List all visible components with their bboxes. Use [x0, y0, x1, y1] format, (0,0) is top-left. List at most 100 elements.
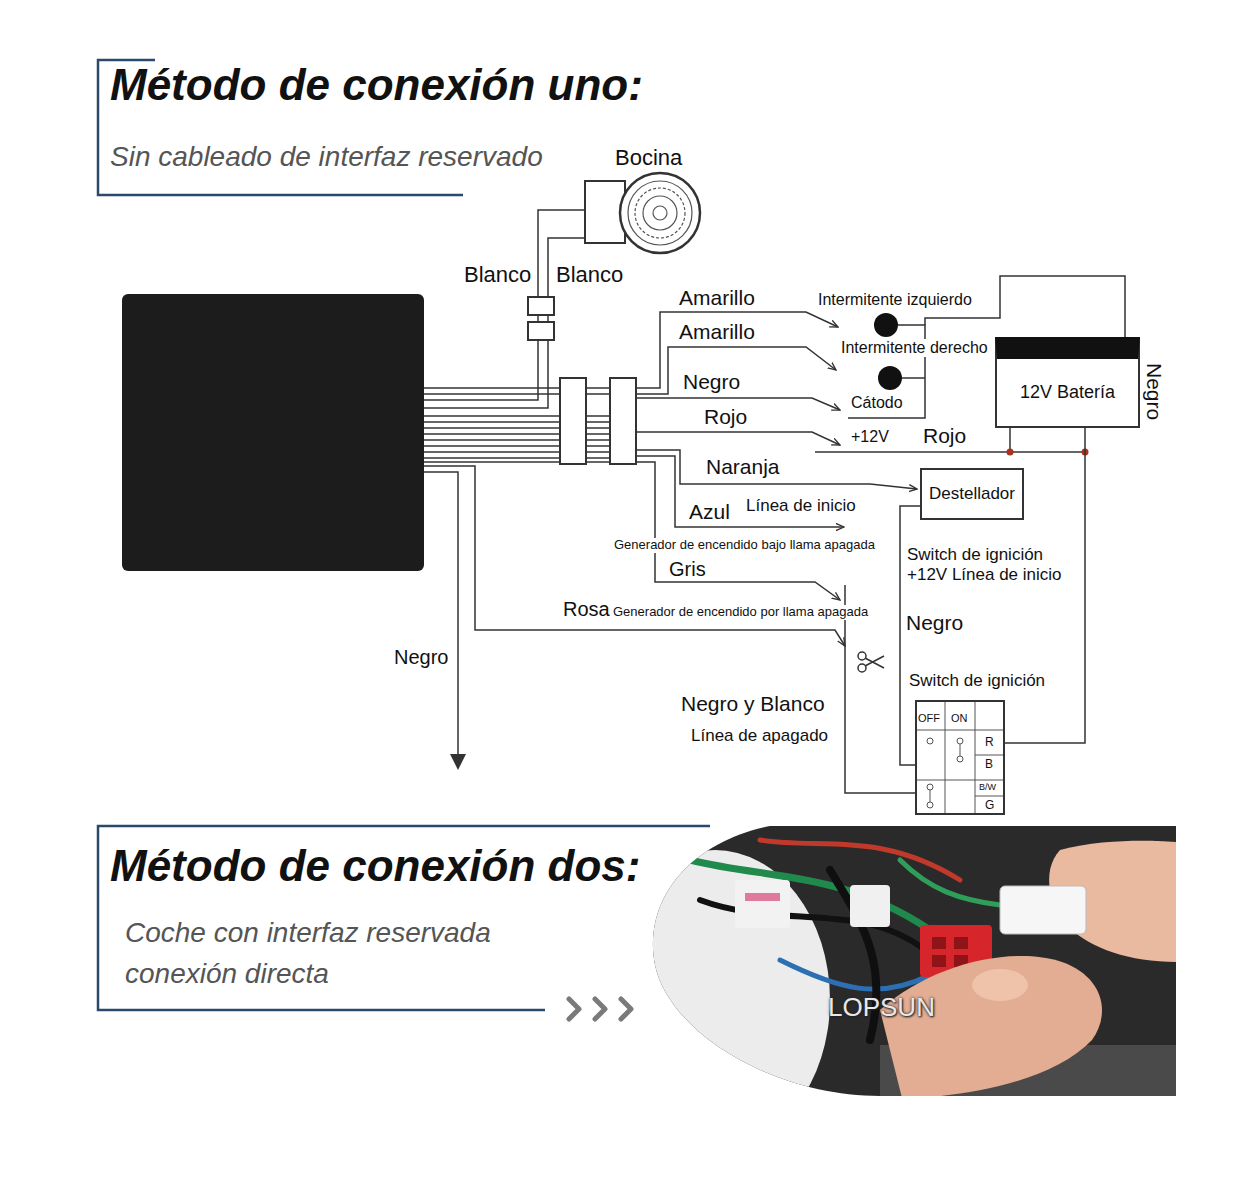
subtitle: Coche con interfaz reservada conexión di…	[125, 913, 565, 994]
horn-ring	[635, 188, 685, 238]
switch-link	[930, 790, 931, 802]
wire	[424, 457, 636, 459]
horn-symbol	[585, 173, 700, 253]
wire	[700, 900, 925, 950]
connector-pin	[954, 937, 968, 949]
scissors-ring	[858, 664, 866, 672]
wire-color-label: Negro	[682, 370, 741, 394]
wire-color-label: Rojo	[703, 405, 748, 429]
wire	[780, 960, 930, 989]
wire-color-label: Amarillo	[678, 320, 756, 344]
switch-link	[960, 744, 961, 756]
connectors	[528, 297, 636, 464]
switch-grid	[915, 700, 1005, 815]
wire-color-label: Amarillo	[678, 286, 756, 310]
table-cell: R	[984, 736, 995, 750]
wire	[424, 415, 636, 417]
wire-color-label: Negro	[1142, 362, 1166, 421]
table-cell: G	[984, 799, 995, 813]
watermark: LOPSUN	[828, 993, 935, 1023]
wire	[424, 451, 636, 453]
photo-wires	[690, 840, 1176, 1040]
junction-dot	[1007, 449, 1014, 456]
wire	[902, 377, 925, 379]
horn-cone	[620, 173, 700, 253]
turn-signal-lamp	[874, 313, 898, 337]
signal-label: Cátodo	[850, 394, 904, 412]
node-heading: Switch de ignición	[909, 671, 1045, 691]
signal-label: Generador de encendido por llama apagada	[612, 605, 869, 620]
wire	[1009, 428, 1011, 452]
scissors-blade	[865, 656, 884, 668]
heading: Método de conexión uno:	[110, 60, 643, 110]
heading-bracket	[98, 60, 710, 1010]
horn-symbol: Bocina	[585, 178, 707, 258]
switch-contact	[957, 756, 963, 762]
signal-label: Generador de encendido bajo llama apagad…	[613, 538, 876, 553]
scissors-ring	[858, 652, 866, 660]
wire-color-label: Azul	[688, 500, 731, 524]
node-heading: Bocina	[615, 145, 682, 170]
connector	[610, 378, 636, 464]
wire	[636, 456, 844, 527]
switch-contact	[927, 738, 933, 744]
horn-ring	[643, 196, 677, 230]
connector-pin	[745, 893, 780, 901]
connector-pin	[932, 955, 946, 967]
connector	[560, 378, 586, 464]
wire-color-label: Negro	[393, 646, 449, 669]
wire-color-label: Rojo	[922, 424, 967, 448]
switch-contact	[927, 802, 933, 808]
wire	[815, 451, 1085, 453]
wire-color-label: Rosa	[562, 598, 611, 621]
horn-ring	[628, 181, 692, 245]
switch-contact	[957, 738, 963, 744]
subtitle: Sin cableado de interfaz reservado	[110, 141, 543, 173]
wire	[636, 432, 840, 445]
wire-color-label: Blanco	[555, 262, 624, 287]
signal-label: +12V	[850, 428, 890, 446]
wire-color-label: Negro	[905, 611, 964, 635]
battery-box: 12V Batería	[995, 337, 1140, 428]
table-cell: B/W	[978, 782, 997, 792]
wire	[424, 427, 636, 429]
signal-label: Línea de apagado	[690, 726, 829, 746]
chevrons	[569, 999, 631, 1019]
node-text: Destellador	[929, 484, 1015, 504]
turn-signal-lamp	[878, 366, 902, 390]
wire	[636, 462, 840, 600]
switch-contact	[927, 784, 933, 790]
wire	[424, 472, 458, 762]
wire	[636, 347, 836, 394]
wire	[760, 840, 960, 880]
wire-color-label: Blanco	[463, 262, 532, 287]
wire	[900, 860, 1000, 905]
chevron	[569, 999, 579, 1019]
wire-color-label: Gris	[668, 558, 707, 581]
grid-line	[915, 700, 1005, 815]
wire	[424, 445, 636, 447]
white-connector	[1000, 886, 1086, 934]
wire-color-label: Negro y Blanco	[680, 692, 826, 716]
signal-label: Línea de inicio	[745, 496, 857, 516]
flasher-box: Destellador	[920, 468, 1024, 520]
table-cell: OFF	[917, 712, 941, 725]
connector	[735, 880, 790, 928]
connector	[528, 297, 554, 315]
hand	[880, 956, 1102, 1098]
wire-color-label: Naranja	[705, 455, 781, 479]
wire	[424, 421, 636, 423]
chevron	[595, 999, 605, 1019]
heading: Método de conexión dos:	[110, 841, 640, 892]
table-cell: ON	[950, 712, 969, 725]
connector	[528, 322, 554, 340]
wire	[424, 387, 636, 389]
bracket-line	[98, 826, 710, 1010]
horn-ring	[653, 206, 667, 220]
chevron	[621, 999, 631, 1019]
wiring-photo	[600, 820, 1180, 1150]
wire	[424, 433, 636, 435]
